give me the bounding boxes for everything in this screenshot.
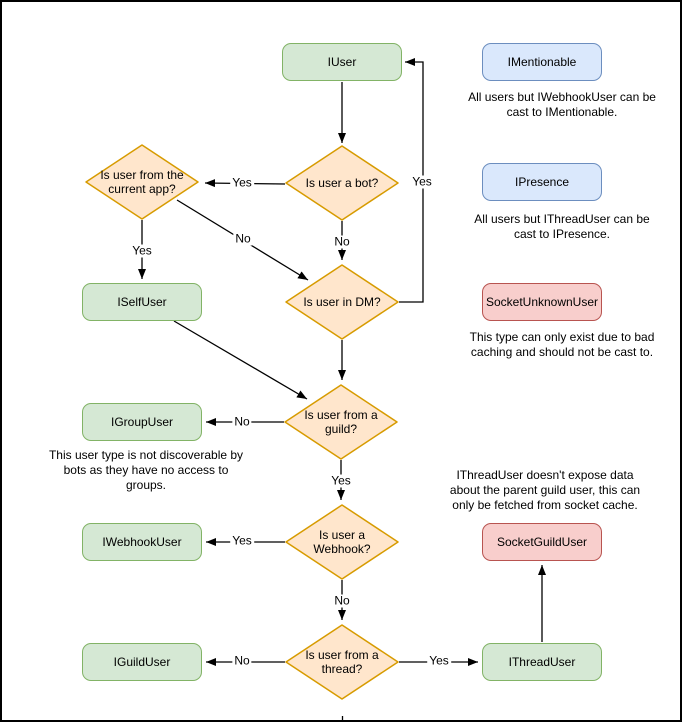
annotation-socketunknownuser: This type can only exist due to bad cach… [442,330,680,360]
decision-is-guild-label: Is user from a guild? [304,408,378,436]
annotation-line: bots as they have no access to [63,463,229,477]
edge-label-thread-no: No [232,653,252,668]
annotation-imentionable: All users but IWebhookUser can be cast t… [442,90,680,120]
node-iwebhookuser: IWebhookUser [82,523,202,561]
annotation-line: IThreadUser doesn't expose data [456,468,634,482]
diamond-shape [285,624,399,700]
edge-label-webhook-yes: Yes [230,533,254,548]
decision-is-current-app: Is user from the current app? [85,144,199,220]
decision-is-dm: Is user in DM? [285,264,399,340]
edge-label-app-yes: Yes [130,243,154,258]
node-iselfuser: ISelfUser [82,283,202,321]
node-iuser-label: IUser [327,55,357,69]
edge-label-bot-no: No [332,234,352,249]
annotation-socketguilduser: IThreadUser doesn't expose data about th… [425,468,665,513]
node-ithreaduser-label: IThreadUser [508,655,576,669]
decision-is-dm-label: Is user in DM? [303,295,381,309]
node-ipresence: IPresence [482,163,602,201]
diamond-shape [284,384,398,460]
annotation-line: caching and should not be cast to. [470,345,654,359]
edge-label-dm-yes: Yes [410,174,434,189]
decision-is-webhook: Is user a Webhook? [285,504,399,580]
decision-is-bot-label: Is user a bot? [305,176,379,190]
diamond-shape [85,144,199,220]
node-igroupuser: IGroupUser [82,403,202,441]
annotation-igroupuser: This user type is not discoverable by bo… [26,448,266,493]
node-socketunknownuser: SocketUnknownUser [482,283,602,321]
annotation-line: about the parent guild user, this can [449,483,641,497]
diamond-shape [285,264,399,340]
edge-label-guild-no: No [232,414,252,429]
decision-is-thread: Is user from a thread? [285,624,399,700]
annotation-line: cast to IMentionable. [506,105,618,119]
edge-label-guild-yes: Yes [329,473,353,488]
annotation-line: All users but IWebhookUser can be [468,90,656,104]
annotation-line: This user type is not discoverable by [48,448,244,462]
node-imentionable: IMentionable [482,43,602,81]
decision-is-thread-label: Is user from a thread? [305,648,379,676]
decision-is-webhook-label: Is user a Webhook? [313,528,371,556]
diamond-shape [285,145,399,221]
diamond-shape [285,504,399,580]
decision-is-current-app-label: Is user from the current app? [100,168,184,196]
annotation-line: This type can only exist due to bad [469,330,655,344]
node-socketguilduser: SocketGuildUser [482,523,602,561]
edge-label-bot-yes: Yes [230,175,254,190]
decision-is-guild: Is user from a guild? [284,384,398,460]
edge-selfuser-to-guild [173,320,308,400]
annotation-line: groups. [125,478,167,492]
node-igroupuser-label: IGroupUser [110,415,174,429]
node-iwebhookuser-label: IWebhookUser [102,535,182,549]
annotation-line: only be fetched from socket cache. [452,498,638,512]
node-iguilduser: IGuildUser [82,643,202,681]
node-ipresence-label: IPresence [514,175,570,189]
node-iselfuser-label: ISelfUser [117,295,167,309]
edge-label-webhook-no: No [332,593,352,608]
decision-is-bot: Is user a bot? [285,145,399,221]
node-iuser: IUser [282,43,402,81]
node-iguilduser-label: IGuildUser [113,655,171,669]
annotation-line: cast to IPresence. [513,227,611,241]
node-imentionable-label: IMentionable [507,55,577,69]
annotation-ipresence: All users but IThreadUser can be cast to… [442,212,680,242]
node-socketunknownuser-label: SocketUnknownUser [485,295,599,309]
edge-label-app-no: No [233,231,253,246]
edge-label-thread-yes: Yes [427,653,451,668]
node-ithreaduser: IThreadUser [482,643,602,681]
node-socketguilduser-label: SocketGuildUser [496,535,588,549]
annotation-line: All users but IThreadUser can be [474,212,650,226]
